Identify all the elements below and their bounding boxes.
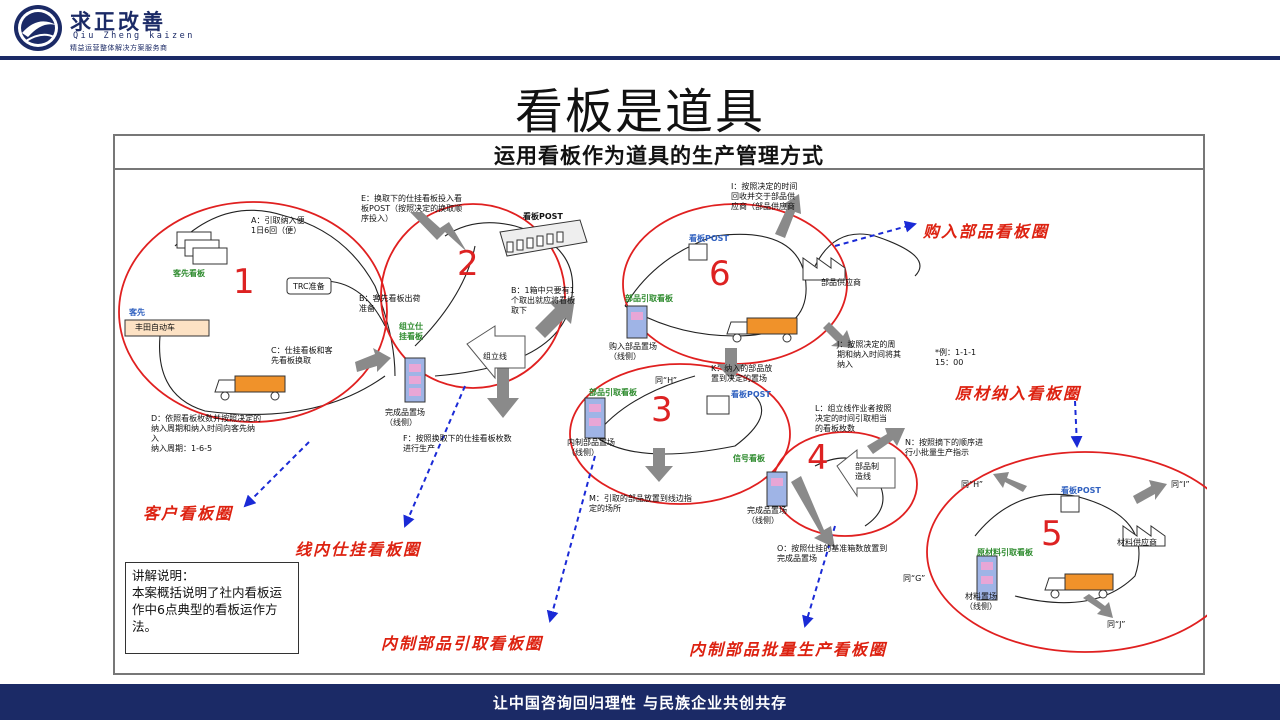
step-j: J：按照决定的周 期和纳入时间将其 纳入 <box>837 340 901 369</box>
step-i: I：按照决定的时间 回收并交于部品供 应商（部品供应商 <box>731 182 798 211</box>
header: 求正改善 Qiu Zheng kaizen 精益运营整体解决方案服务商 <box>0 0 1280 62</box>
loop-label-raw-material: 原材纳入看板圈 <box>955 384 1082 403</box>
loop-label-batch: 内制部品批量生产看板圈 <box>689 640 888 659</box>
step-d: D：依照看板枚数并按照决定的 纳入周期和纳入时间向客先纳 入 纳入周期：1-6-… <box>151 414 262 453</box>
footer: 让中国咨询回归理性 与民族企业共创共存 <box>0 684 1280 720</box>
signal-kanban-label: 信号看板 <box>733 454 765 463</box>
step-l: L：组立线作业者按照 决定的时间引取相当 的看板枚数 <box>815 404 892 433</box>
loop-circle-2 <box>380 203 566 389</box>
step-f: F：按照换取下的仕挂看板枚数 进行生产 <box>403 434 512 453</box>
parts-pickup-kanban-2-label: 部品引取看板 <box>589 388 637 397</box>
trc-label: TRC准备 <box>293 282 325 291</box>
step-n: N：按照摘下的顺序进 行小批量生产指示 <box>905 438 983 457</box>
same-g-label: 同“G” <box>903 574 926 583</box>
loop-number-4: 4 <box>807 438 829 478</box>
explanation-note: 讲解说明： 本案概括说明了社内看板运作中6点典型的看板运作方法。 <box>125 562 299 654</box>
loop-label-customer: 客户看板圈 <box>143 504 234 523</box>
customer-kanban-cards <box>176 231 332 295</box>
same-h2-label: 同“H” <box>961 480 984 489</box>
parts-pickup-kanban-1-label: 部品引取看板 <box>625 294 673 303</box>
example-label: *例：1-1-1 15：00 <box>935 348 977 367</box>
header-divider <box>0 56 1280 60</box>
step-c: C：仕挂看板和客 先看板换取 <box>271 346 333 365</box>
loop-circle-3 <box>569 363 791 505</box>
material-kanban-label: 原材料引取看板 <box>977 548 1033 557</box>
brand-name-cn: 求正改善 <box>70 10 166 34</box>
footer-slogan: 让中国咨询回归理性 与民族企业共创共存 <box>492 694 788 712</box>
step-m: M：引取的部品放置到线边指 定的场所 <box>589 494 692 513</box>
assembly-shapes <box>466 325 896 498</box>
kanban-post-1-label: 看板POST <box>523 212 563 221</box>
purchased-store-label: 购入部品置场 （线侧） <box>609 342 657 361</box>
step-e: E：换取下的仕挂看板投入看 板POST（按照决定的换取顺 序投入） <box>361 194 463 223</box>
loop-number-3: 3 <box>651 390 673 430</box>
loop-circle-1 <box>118 201 388 423</box>
delivery-trucks <box>214 317 1114 599</box>
toyota-box <box>124 319 210 337</box>
note-body: 本案概括说明了社内看板运作中6点典型的看板运作方法。 <box>132 585 283 634</box>
parts-supplier-label: 部品供应商 <box>821 278 861 287</box>
loop-number-1: 1 <box>233 262 255 302</box>
assembly-line-label: 组立线 <box>483 352 507 361</box>
internal-store-label: 内制部品置场 （线侧） <box>567 438 615 457</box>
supplier-factories <box>802 257 1166 547</box>
material-store-label: 材料置场 （线侧） <box>965 592 997 611</box>
step-k: K：纳入的部品放 置到决定的置场 <box>711 364 773 383</box>
toyota-label: 丰田自动车 <box>135 323 175 332</box>
same-h-label: 同“H” <box>655 376 678 385</box>
company-logo <box>14 5 62 51</box>
loop-circle-5 <box>926 451 1207 653</box>
slide-title: 看板是道具 <box>514 84 765 140</box>
loop-label-internal-pickup: 内制部品引取看板圈 <box>381 634 544 653</box>
note-heading: 讲解说明： <box>132 568 195 583</box>
step-a: A：引取纳入便 1日6回（便） <box>251 216 305 235</box>
storage-shelves <box>404 305 998 601</box>
brand-name-en: Qiu Zheng kaizen <box>73 31 195 41</box>
loop-number-2: 2 <box>457 244 479 284</box>
process-arrows <box>355 194 1167 618</box>
loop-label-inline: 线内仕挂看板圈 <box>295 540 422 559</box>
kanban-post-2-label: 看板POST <box>689 234 729 243</box>
finished-store-1-label: 完成品置场 （线侧） <box>385 408 425 427</box>
loop-label-purchase: 购入部品看板圈 <box>923 222 1050 241</box>
kanban-diagram: 运用看板作为道具的生产管理方式 <box>113 134 1207 675</box>
parts-line-label: 部品制 造线 <box>855 462 879 481</box>
step-b: B：客先看板出荷 准备 <box>359 294 421 313</box>
kanban-post-racks <box>499 219 1080 513</box>
loop-number-5: 5 <box>1041 514 1063 554</box>
customer-label: 客先 <box>129 308 145 317</box>
diagram-title-divider <box>115 168 1203 170</box>
inline-kanban-label: 组立仕 挂看板 <box>399 322 423 341</box>
diagram-graphics <box>118 194 1207 653</box>
same-i-label: 同“I” <box>1171 480 1190 489</box>
label-pointers <box>243 220 1083 628</box>
step-b2: B：1箱中只要有1 个取出就应将看板 取下 <box>511 286 575 315</box>
same-j-label: 同“J” <box>1107 620 1126 629</box>
brand-subtitle: 精益运营整体解决方案服务商 <box>70 44 168 52</box>
loop-number-6: 6 <box>709 254 731 294</box>
material-supplier-label: 材料供应商 <box>1117 538 1157 547</box>
diagram-title: 运用看板作为道具的生产管理方式 <box>494 144 824 168</box>
kanban-post-3-label: 看板POST <box>731 390 771 399</box>
customer-kanban-label: 客先看板 <box>173 269 205 278</box>
step-o: O：按照仕挂的基准箱数放置到 完成品置场 <box>777 544 888 563</box>
kanban-post-4-label: 看板POST <box>1061 486 1101 495</box>
finished-store-2-label: 完成品置场 （线侧） <box>747 506 787 525</box>
